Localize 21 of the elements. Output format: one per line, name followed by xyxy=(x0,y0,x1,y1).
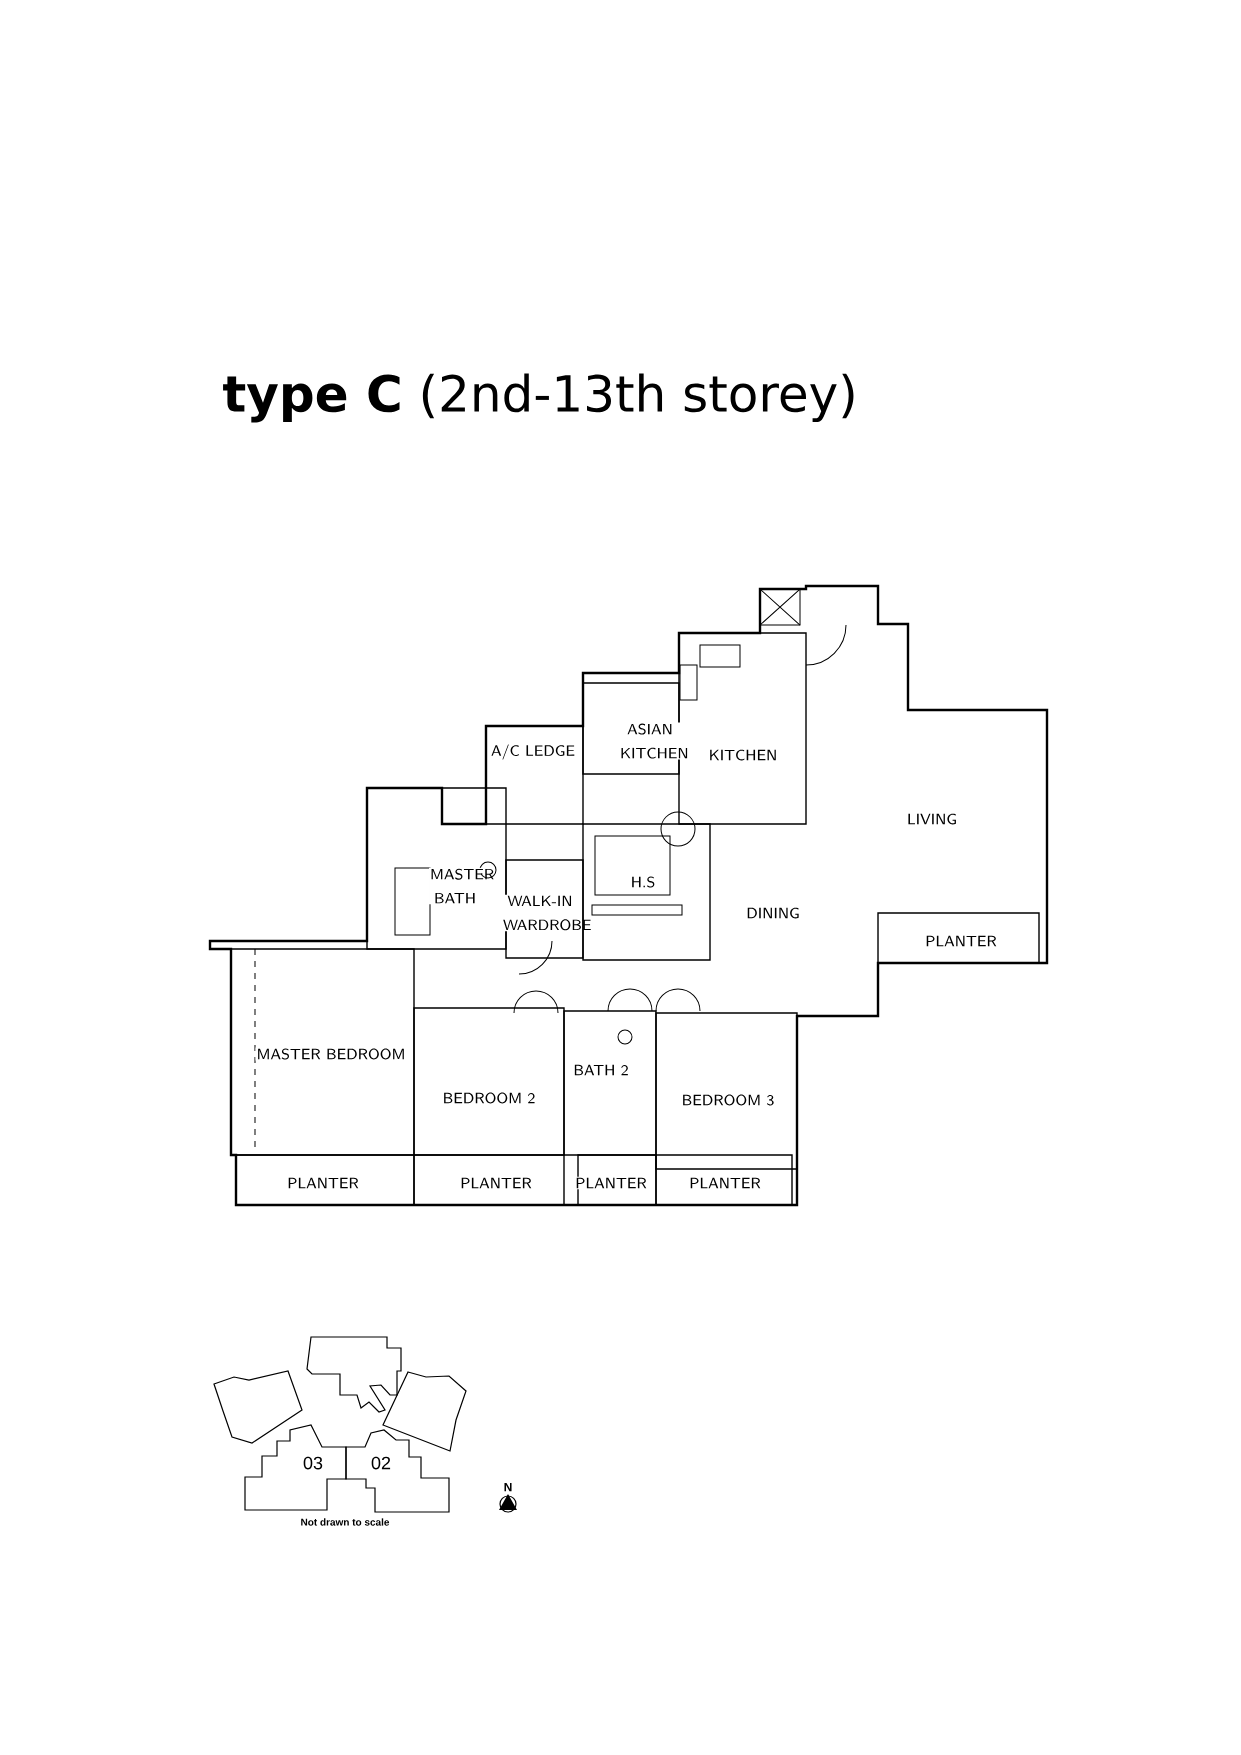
room-label: BATH 2 xyxy=(572,1063,630,1077)
room-label: KITCHEN xyxy=(707,748,779,762)
room-label: MASTER BEDROOM xyxy=(255,1047,407,1061)
north-label: N xyxy=(502,1481,514,1493)
unit-number: 03 xyxy=(302,1455,324,1471)
room-label: BEDROOM 2 xyxy=(441,1091,537,1105)
room-label: ASIAN KITCHEN xyxy=(619,722,688,760)
scale-note: Not drawn to scale xyxy=(299,1517,391,1527)
unit-number: 02 xyxy=(370,1455,392,1471)
room-label: BEDROOM 3 xyxy=(680,1093,776,1107)
room-label: MASTER BATH xyxy=(429,867,494,905)
room-label: PLANTER xyxy=(574,1176,648,1190)
room-label: PLANTER xyxy=(286,1176,360,1190)
room-label: PLANTER xyxy=(924,934,998,948)
room-label: PLANTER xyxy=(688,1176,762,1190)
room-label: DINING xyxy=(745,906,801,920)
room-label: LIVING xyxy=(906,812,958,826)
room-label: A/C LEDGE xyxy=(490,743,576,761)
room-label: PLANTER xyxy=(459,1176,533,1190)
room-label: H.S xyxy=(629,875,657,889)
title: type C (2nd-13th storey) xyxy=(223,373,854,423)
